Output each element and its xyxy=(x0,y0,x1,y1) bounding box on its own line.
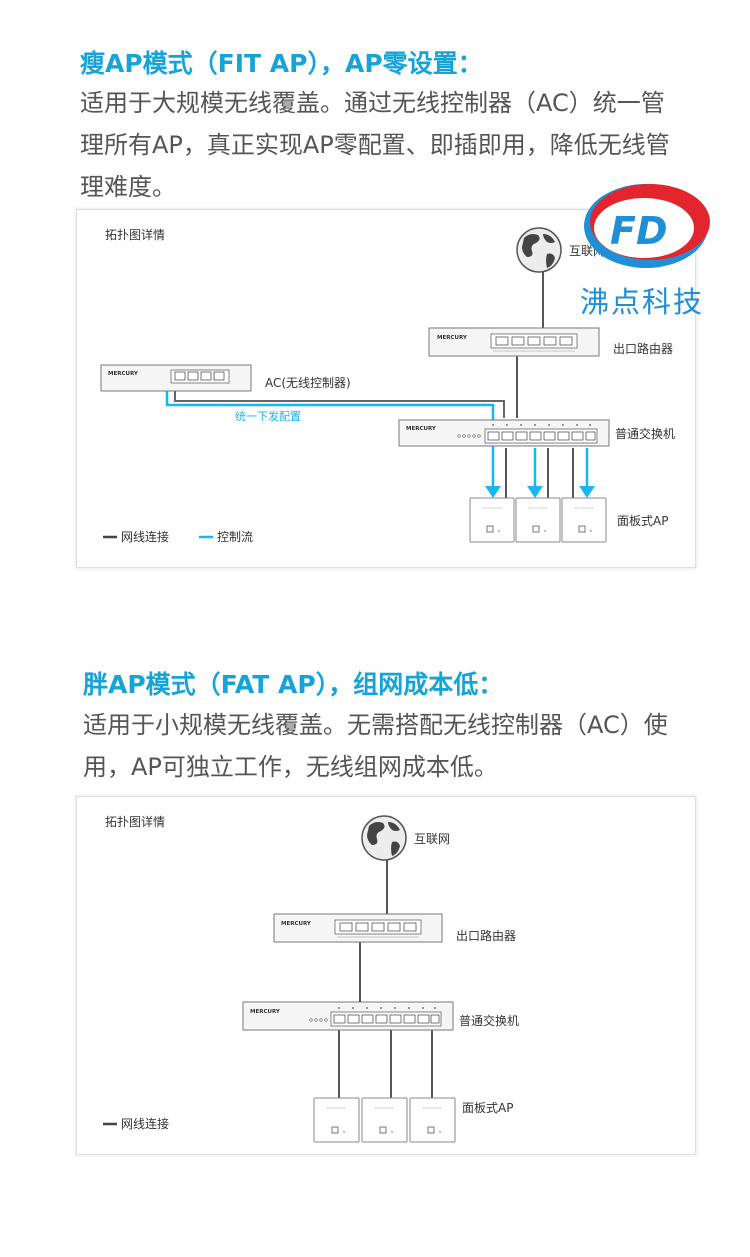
wire-ac-switch xyxy=(174,391,505,418)
logo-letters: FD xyxy=(610,209,668,253)
panel-ap-device xyxy=(561,497,607,543)
fat-topology-diagram: 拓扑图详情 互联网 MERCURY 出口路由器 xyxy=(76,796,696,1155)
legend-wire-label: 网线连接 xyxy=(121,1116,169,1131)
control-arrow-ap2 xyxy=(527,486,543,498)
panel-ap-device xyxy=(515,497,561,543)
diagram-title: 拓扑图详情 xyxy=(105,814,165,829)
fit-ap-heading: 瘦AP模式（FIT AP），AP零设置： xyxy=(80,49,483,78)
legend-control-label: 控制流 xyxy=(217,530,253,544)
company-logo-icon: FD xyxy=(584,184,710,268)
router-brand: MERCURY xyxy=(437,335,468,341)
fit-ap-description-line: 适用于大规模无线覆盖。通过无线控制器（AC）统一管 xyxy=(80,89,665,117)
switch-brand: MERCURY xyxy=(406,426,437,432)
fit-topology-diagram: 拓扑图详情 统一下发配置 互联网 MERCURY xyxy=(76,209,696,568)
control-flow-label: 统一下发配置 xyxy=(235,409,301,423)
control-flow-path xyxy=(165,391,495,490)
fit-ap-description: 适用于大规模无线覆盖。通过无线控制器（AC）统一管 理所有AP，真正实现AP零配… xyxy=(80,82,670,208)
internet-label: 互联网 xyxy=(414,832,450,846)
router-device: MERCURY xyxy=(428,327,600,357)
legend-wire-label: 网线连接 xyxy=(121,529,169,544)
switch-device: MERCURY xyxy=(242,1001,454,1031)
internet-globe-icon xyxy=(516,227,562,273)
router-label: 出口路由器 xyxy=(456,928,516,943)
panel-ap-device xyxy=(409,1097,456,1143)
ap-label: 面板式AP xyxy=(617,514,668,528)
panel-ap-device xyxy=(469,497,515,543)
fat-ap-heading: 胖AP模式（FAT AP），组网成本低： xyxy=(83,670,504,699)
router-device: MERCURY xyxy=(273,913,443,943)
ac-label: AC(无线控制器) xyxy=(265,376,351,390)
switch-brand: MERCURY xyxy=(250,1009,281,1015)
internet-globe-icon xyxy=(361,815,407,861)
router-label: 出口路由器 xyxy=(613,341,673,356)
switch-device: MERCURY xyxy=(398,419,610,447)
switch-label: 普通交换机 xyxy=(615,426,675,441)
fat-ap-description: 适用于小规模无线覆盖。无需搭配无线控制器（AC）使 用，AP可独立工作，无线组网… xyxy=(83,704,668,788)
company-logo-text: 沸点科技 xyxy=(580,285,705,319)
fat-ap-description-line: 用，AP可独立工作，无线组网成本低。 xyxy=(83,753,498,781)
ap-label: 面板式AP xyxy=(462,1101,513,1115)
diagram-title: 拓扑图详情 xyxy=(105,227,165,242)
fat-topology-svg: 拓扑图详情 互联网 MERCURY 出口路由器 xyxy=(103,814,519,1143)
router-brand: MERCURY xyxy=(281,921,312,927)
ac-controller-device: MERCURY xyxy=(100,364,252,392)
control-arrow-ap3 xyxy=(579,486,595,498)
ac-brand: MERCURY xyxy=(108,371,139,377)
fit-ap-description-line: 理难度。 xyxy=(80,173,176,201)
fit-topology-svg: 拓扑图详情 统一下发配置 互联网 MERCURY xyxy=(100,227,675,544)
fit-ap-description-line: 理所有AP，真正实现AP零配置、即插即用，降低无线管 xyxy=(80,131,670,159)
switch-label: 普通交换机 xyxy=(459,1013,519,1028)
fat-ap-description-line: 适用于小规模无线覆盖。无需搭配无线控制器（AC）使 xyxy=(83,711,668,739)
control-arrow-ap1 xyxy=(485,486,501,498)
panel-ap-device xyxy=(361,1097,408,1143)
panel-ap-device xyxy=(313,1097,360,1143)
